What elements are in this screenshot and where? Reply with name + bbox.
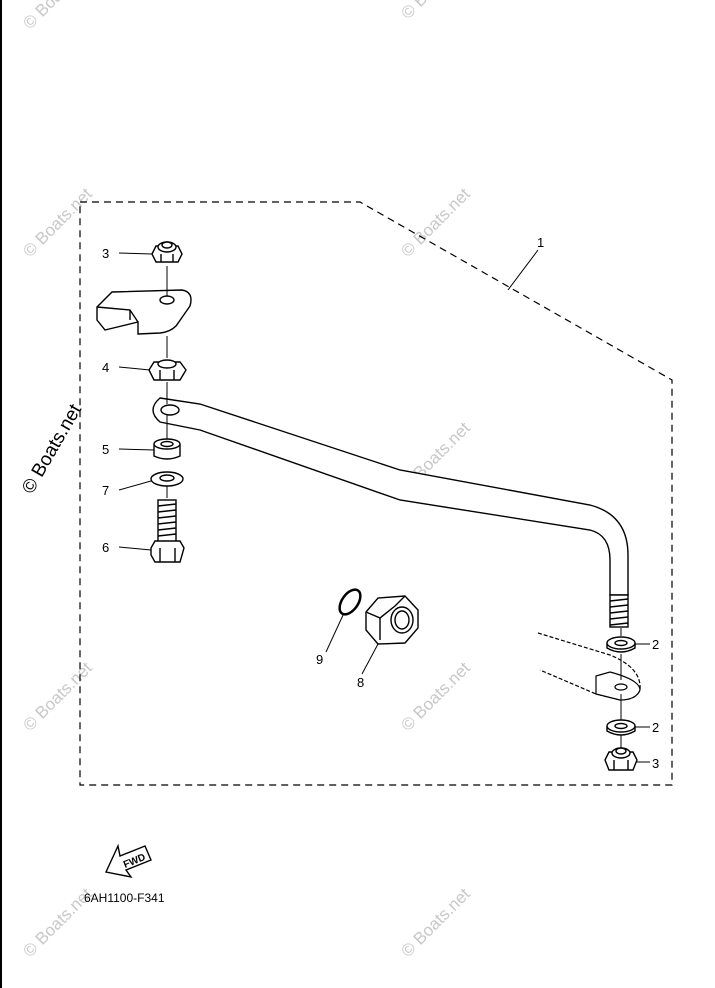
assembly-boundary: [79, 201, 673, 786]
callout-labels: 1 3 4 5 7 6 2 2 3 9 8: [102, 235, 659, 771]
watermark-1: © Boats.net: [19, 0, 96, 33]
watermark-4: © Boats.net: [397, 184, 474, 261]
collar: [153, 438, 181, 460]
callout-3-top: 3: [102, 246, 109, 261]
watermark-2: © Boats.net: [397, 0, 474, 23]
washer-right-bottom: [606, 719, 636, 736]
washer-right-top: [606, 636, 636, 653]
leader-lines: [118, 249, 650, 763]
steering-arm: [537, 632, 641, 701]
callout-7: 7: [102, 483, 109, 498]
watermark-dark: © Boats.net: [18, 400, 86, 497]
watermark-7: © Boats.net: [397, 658, 474, 735]
callout-2-top: 2: [652, 637, 659, 652]
callout-3-bottom: 3: [652, 756, 659, 771]
o-ring: [338, 588, 362, 616]
rod-threads: [609, 594, 629, 628]
callout-5: 5: [102, 442, 109, 457]
mounting-bracket: [96, 289, 192, 335]
callout-2-bottom: 2: [652, 720, 659, 735]
washer-left: [150, 471, 184, 487]
fwd-arrow-icon: FWD: [104, 843, 152, 879]
callout-4: 4: [102, 360, 109, 375]
lock-nut-top: [151, 241, 183, 263]
watermark-9: © Boats.net: [397, 884, 474, 961]
left-border: [0, 0, 2, 988]
watermark-3: © Boats.net: [19, 184, 96, 261]
lock-nut-bottom: [604, 747, 638, 771]
bolt: [150, 499, 185, 563]
large-nut: [365, 595, 419, 645]
callout-9: 9: [316, 652, 323, 667]
callout-8: 8: [357, 675, 364, 690]
diagram-code: 6AH1100-F341: [84, 891, 165, 905]
watermark-6: © Boats.net: [19, 658, 96, 735]
callout-1: 1: [537, 235, 544, 250]
link-rod: [152, 397, 629, 628]
callout-6: 6: [102, 540, 109, 555]
hex-nut: [148, 359, 187, 381]
